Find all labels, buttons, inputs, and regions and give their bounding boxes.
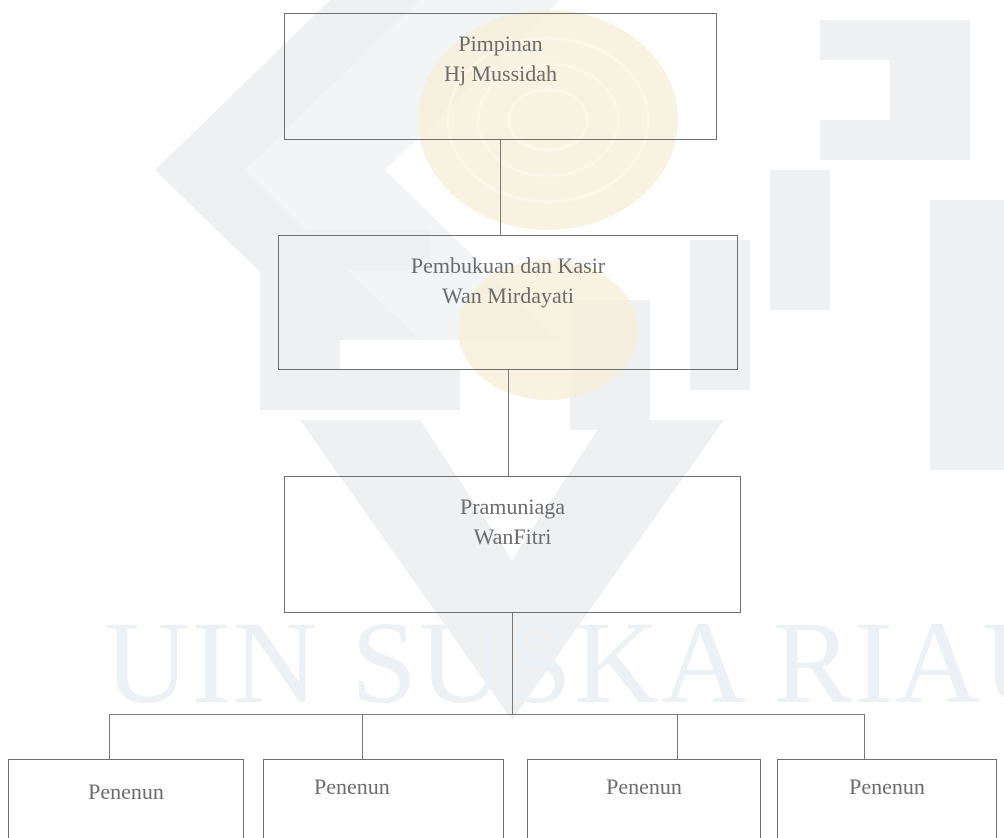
- org-box-role: Penenun: [314, 774, 390, 799]
- org-box-role: Pramuniaga: [459, 494, 566, 519]
- connector-branch-4: [864, 714, 865, 759]
- connector-third-to-branch: [512, 613, 513, 714]
- watermark-text: UIN SUSKA RIAU: [104, 597, 1004, 728]
- org-box-pembukuan: Pembukuan dan Kasir Wan Mirdayati: [278, 235, 738, 370]
- org-box-penenun-4: Penenun: [777, 759, 997, 838]
- connector-branch-1: [109, 714, 110, 759]
- org-box-name: WanFitri: [473, 524, 552, 549]
- connector-branch-horizontal: [109, 714, 864, 715]
- connector-branch-3: [677, 714, 678, 759]
- org-box-penenun-3: Penenun: [527, 759, 761, 838]
- org-box-role: Penenun: [88, 779, 164, 804]
- org-box-pramuniaga: Pramuniaga WanFitri: [284, 476, 741, 613]
- org-box-pimpinan: Pimpinan Hj Mussidah: [284, 13, 717, 140]
- org-box-role: Penenun: [849, 774, 925, 799]
- org-box-role: Pimpinan: [458, 31, 543, 56]
- org-box-role: Penenun: [606, 774, 682, 799]
- connector-top-to-second: [500, 140, 501, 235]
- org-box-role: Pembukuan dan Kasir: [410, 253, 606, 278]
- org-box-penenun-2: Penenun: [263, 759, 504, 838]
- org-box-name: Hj Mussidah: [443, 61, 558, 86]
- org-box-penenun-1: Penenun: [8, 759, 244, 838]
- connector-branch-2: [362, 714, 363, 759]
- connector-second-to-third: [508, 370, 509, 476]
- org-box-name: Wan Mirdayati: [441, 283, 575, 308]
